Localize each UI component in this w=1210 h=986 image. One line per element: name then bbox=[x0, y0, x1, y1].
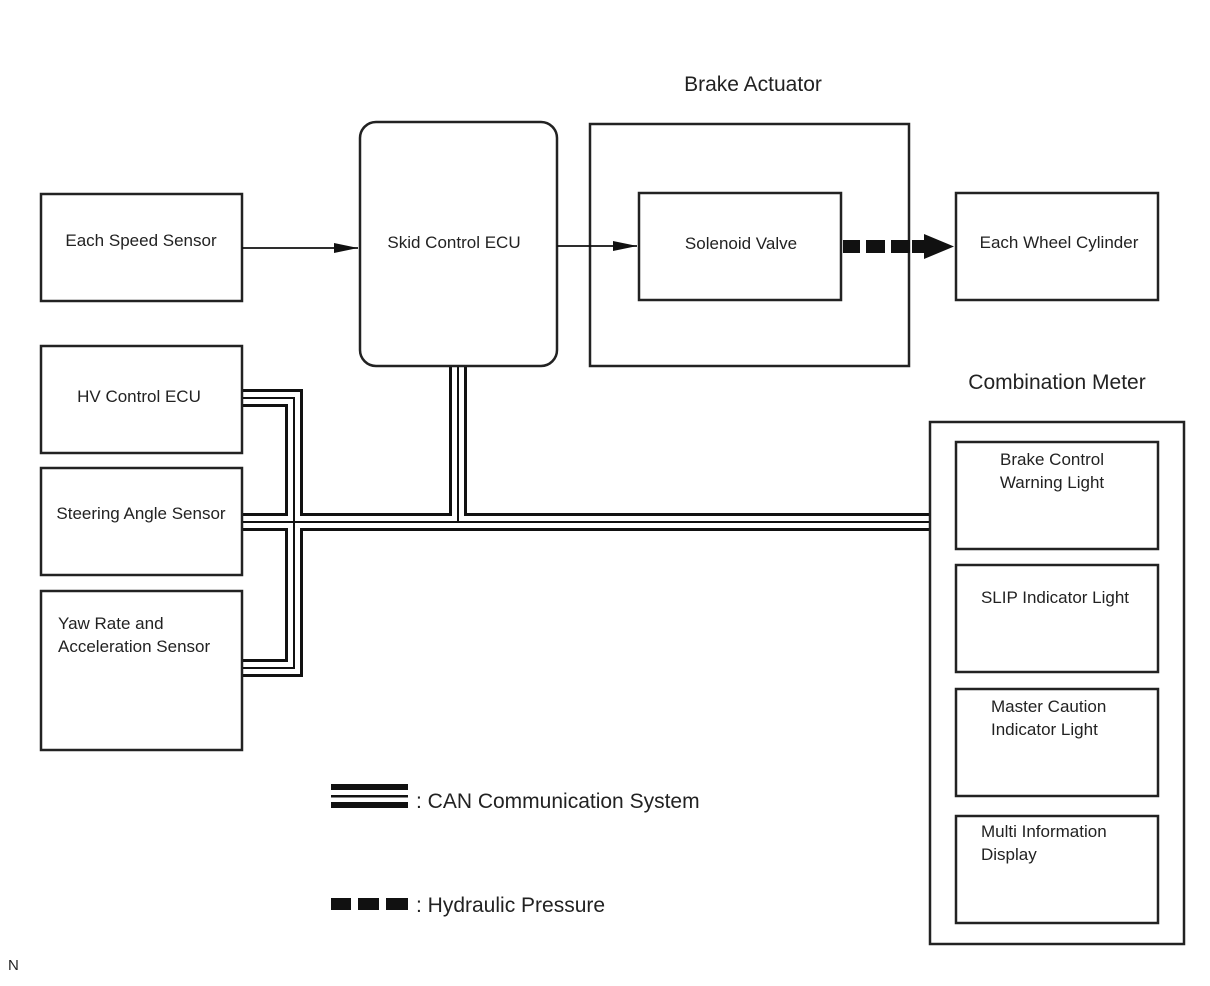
skid-control-ecu-label: Skid Control ECU bbox=[387, 233, 520, 252]
combination-meter-title: Combination Meter bbox=[968, 371, 1145, 394]
yaw-rate-sensor-label-line1: Yaw Rate and bbox=[58, 614, 164, 633]
wheel-cylinder-label: Each Wheel Cylinder bbox=[980, 233, 1139, 252]
steering-angle-sensor-label: Steering Angle Sensor bbox=[56, 504, 226, 523]
legend: : CAN Communication System : Hydraulic P… bbox=[331, 784, 700, 917]
multi-information-display-box: Multi Information Display bbox=[954, 814, 1160, 925]
brake-actuator-title: Brake Actuator bbox=[684, 73, 822, 96]
brake-warning-label-line1: Brake Control bbox=[1000, 450, 1104, 469]
slip-indicator-light-box: SLIP Indicator Light bbox=[954, 563, 1160, 674]
hydraulic-pressure-arrow bbox=[843, 234, 954, 259]
yaw-rate-sensor-label-line2: Acceleration Sensor bbox=[58, 637, 210, 656]
skid-control-ecu-box: Skid Control ECU bbox=[358, 120, 559, 368]
multi-info-label-line1: Multi Information bbox=[981, 822, 1107, 841]
can-bus bbox=[242, 366, 929, 677]
slip-indicator-label: SLIP Indicator Light bbox=[981, 588, 1129, 607]
speed-sensor-label: Each Speed Sensor bbox=[65, 231, 217, 250]
hydraulic-legend-label: : Hydraulic Pressure bbox=[416, 894, 605, 917]
brake-warning-label-line2: Warning Light bbox=[1000, 473, 1105, 492]
can-legend-symbol bbox=[331, 784, 408, 808]
master-caution-label-line2: Indicator Light bbox=[991, 720, 1098, 739]
master-caution-indicator-light-box: Master Caution Indicator Light bbox=[954, 687, 1160, 798]
corner-mark: N bbox=[8, 957, 19, 974]
yaw-rate-sensor-box: Yaw Rate and Acceleration Sensor bbox=[39, 589, 244, 752]
wheel-cylinder-box: Each Wheel Cylinder bbox=[954, 191, 1160, 302]
solenoid-valve-box: Solenoid Valve bbox=[637, 191, 843, 302]
hv-control-ecu-label: HV Control ECU bbox=[77, 387, 201, 406]
hydraulic-legend-symbol bbox=[331, 898, 408, 910]
master-caution-label-line1: Master Caution bbox=[991, 697, 1106, 716]
brake-control-warning-light-box: Brake Control Warning Light bbox=[954, 440, 1160, 551]
steering-angle-sensor-box: Steering Angle Sensor bbox=[39, 466, 244, 577]
speed-sensor-box: Each Speed Sensor bbox=[39, 192, 244, 303]
hv-control-ecu-box: HV Control ECU bbox=[39, 344, 244, 455]
solenoid-valve-label: Solenoid Valve bbox=[685, 234, 797, 253]
multi-info-label-line2: Display bbox=[981, 845, 1037, 864]
can-legend-label: : CAN Communication System bbox=[416, 790, 700, 813]
